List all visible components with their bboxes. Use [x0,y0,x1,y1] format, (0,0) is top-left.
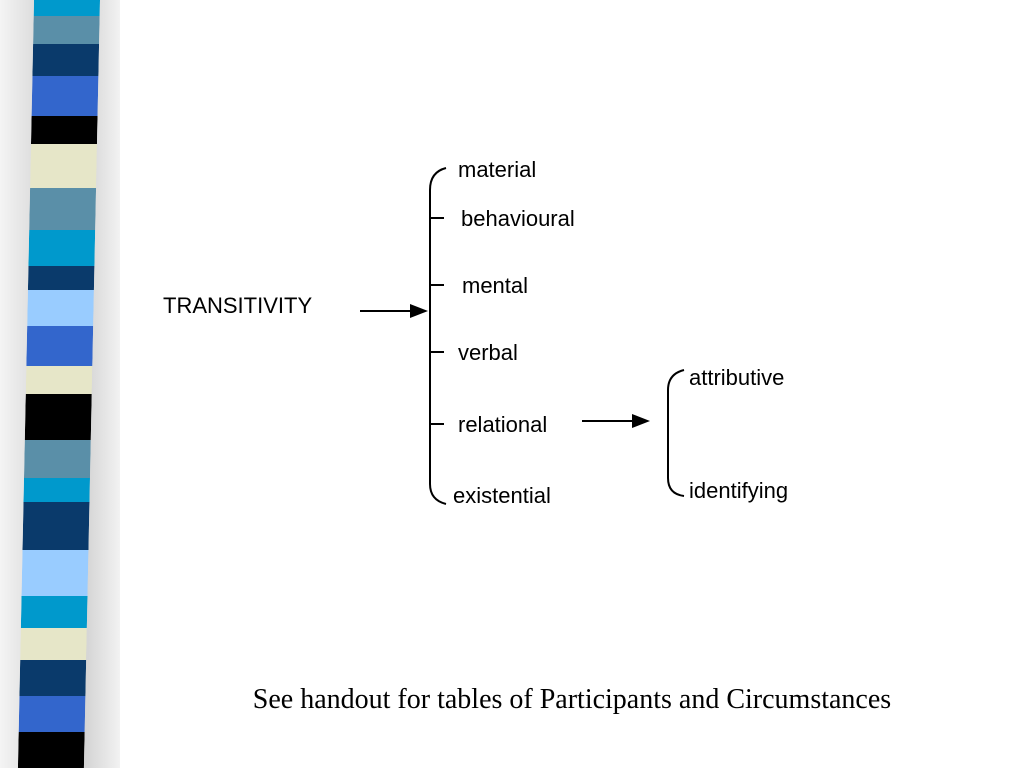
relational-arrow-head [632,414,650,428]
stripe-segment [19,660,87,696]
handout-note: See handout for tables of Participants a… [252,684,892,715]
stripe-segment [20,596,88,628]
stripe-segment [30,116,98,144]
stripe-segment [24,394,92,440]
stripe-segment [27,266,95,290]
relational-subtype-identifying: identifying [689,478,788,503]
stripe-segment [33,0,100,16]
stripe-segment [27,290,94,326]
stripe-segment [29,188,97,230]
root-label: TRANSITIVITY [163,293,312,318]
process-type-mental: mental [462,273,528,298]
relational-subtypes-brace [667,369,685,497]
stripe-segment [21,550,89,596]
stripe-segment [33,16,100,44]
process-type-verbal: verbal [458,340,518,365]
process-type-existential: existential [453,483,551,508]
process-type-material: material [458,157,536,182]
stripe-segment [32,44,100,76]
stripe-segment [26,326,94,366]
stripe-segment [30,144,97,188]
process-type-behavioural: behavioural [461,206,575,231]
stripe-segment [23,478,90,502]
process-type-relational: relational [458,412,547,437]
root-arrow-head [410,304,428,318]
stripe-segment [17,732,85,768]
stripe-segment [28,230,96,266]
stripe-segment [25,366,93,394]
stripe-segment [22,502,90,550]
stripe-bar-graphic [17,0,100,768]
stripe-segment [20,628,87,660]
relational-subtype-attributive: attributive [689,365,784,390]
decorative-stripe-bar [17,0,100,768]
stripe-segment [31,76,99,116]
stripe-segment [23,440,91,478]
stripe-segment [18,696,86,732]
process-types-brace [429,167,447,505]
